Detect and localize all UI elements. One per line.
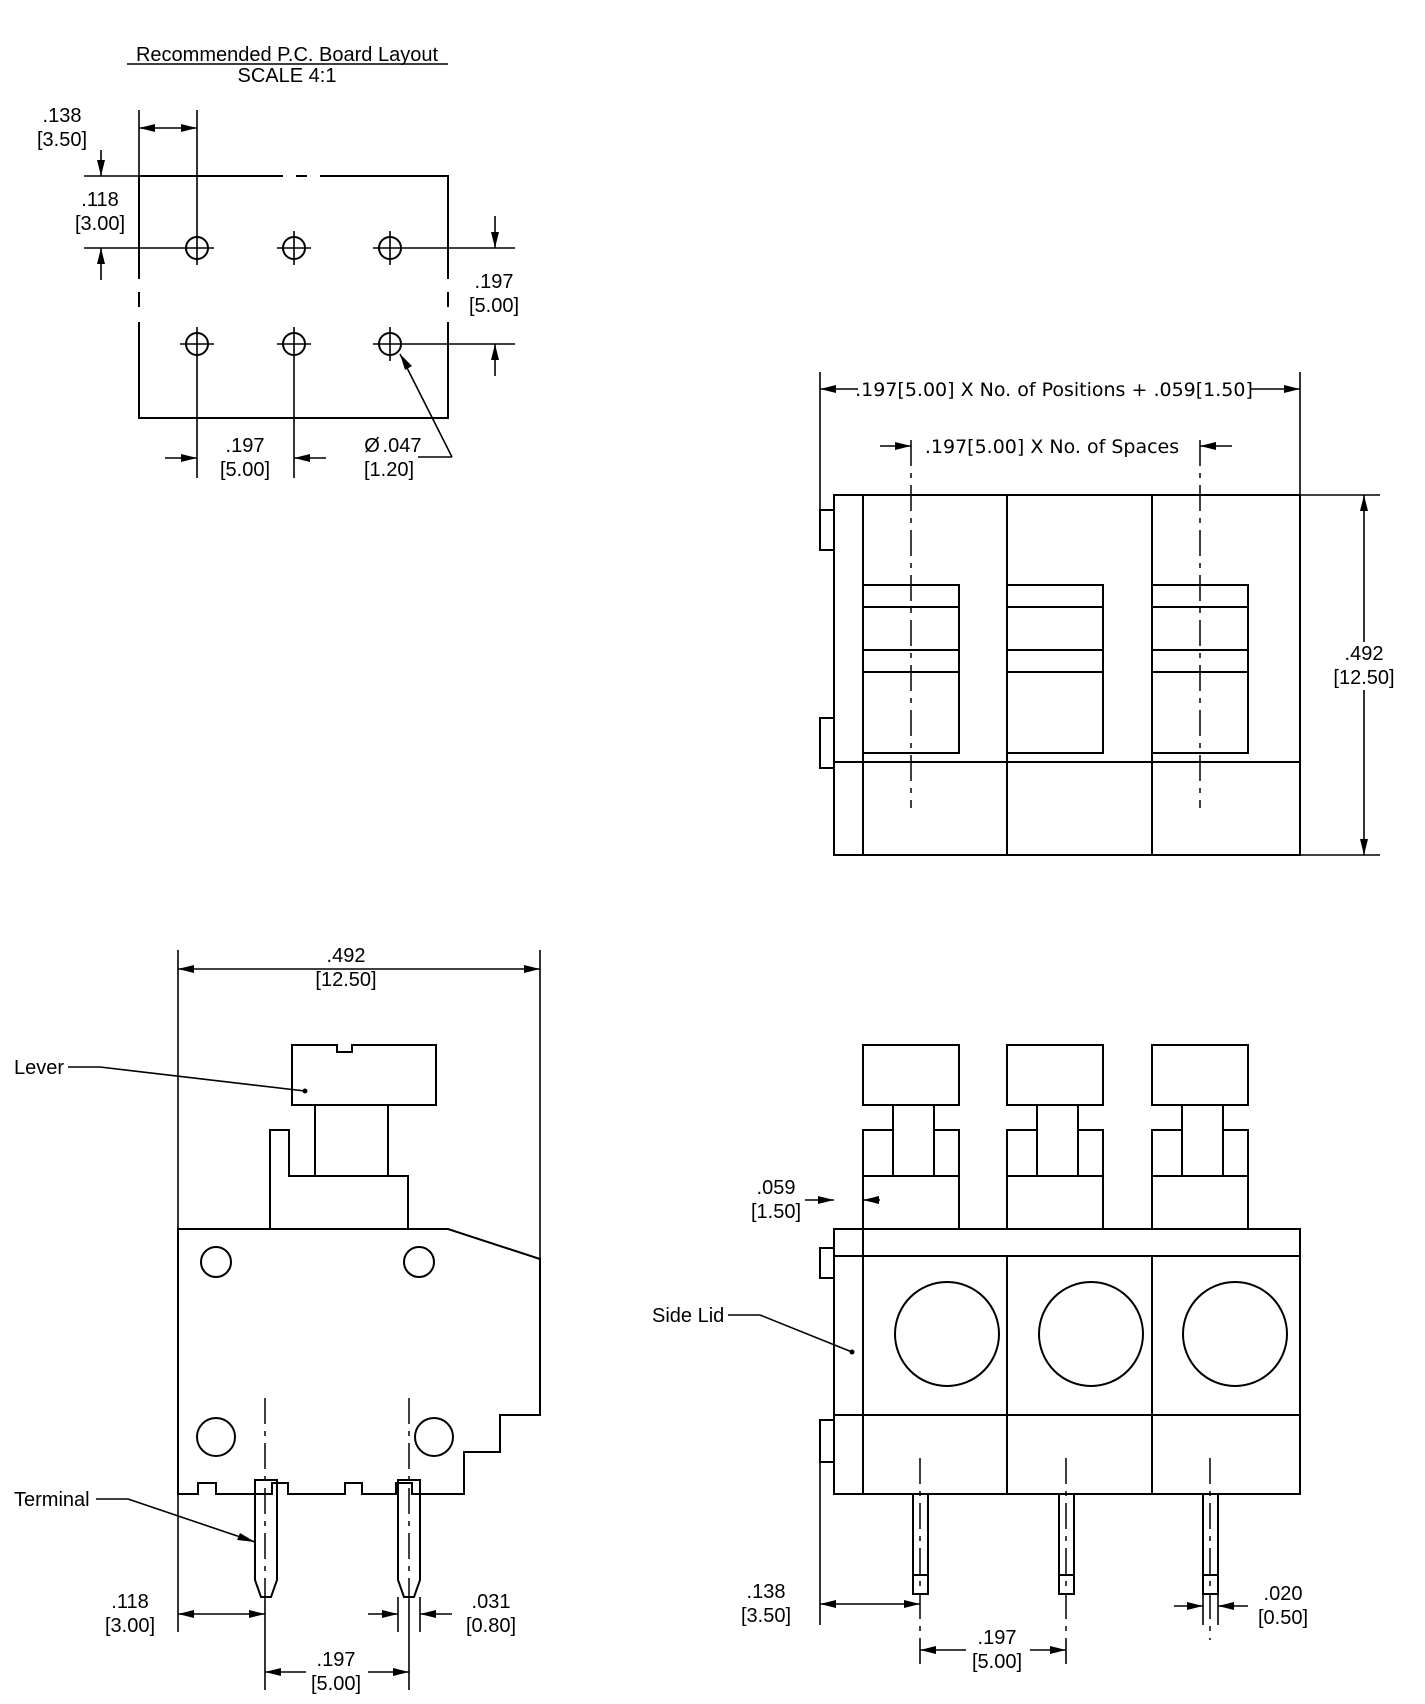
top-view: .197[5.00] X No. of Positions + .059[1.5… [819, 372, 1395, 856]
lever [291, 1044, 437, 1106]
dim-pin-thick-mm: [0.80] [466, 1615, 516, 1637]
dim-pin-width-inch: .020 [1264, 1583, 1303, 1605]
dim-pitch-mm: [5.00] [972, 1651, 1022, 1673]
pcb-hole [373, 231, 407, 265]
hole-diameter-mm: [1.20] [364, 459, 414, 481]
dim-edge-y-inch: .118 [81, 189, 118, 211]
dim-pin-thick-inch: .031 [472, 1591, 511, 1613]
pcb-hole [277, 327, 311, 361]
dim-pin-pitch-inch: .197 [317, 1649, 356, 1671]
dim-row-pitch-mm: [5.00] [469, 295, 519, 317]
dim-lid-inch: .059 [757, 1177, 796, 1199]
pcb-hole [277, 231, 311, 265]
dim-edge-x-inch: .138 [43, 105, 82, 127]
wire-entry [1038, 1281, 1144, 1387]
pcb-holes [180, 231, 407, 361]
label-side-lid: Side Lid [652, 1305, 724, 1327]
side-view: .492 [12.50] Lever Terminal .118 [3.00] … [14, 945, 541, 1695]
dim-edge-y-mm: [3.00] [75, 213, 125, 235]
pcb-layout-scale: SCALE 4:1 [238, 65, 337, 87]
hole-diameter-symbol: Ø [364, 435, 380, 457]
dim-pitch-inch: .197 [978, 1627, 1017, 1649]
dim-pin-pitch-mm: [5.00] [311, 1673, 361, 1695]
label-terminal: Terminal [14, 1489, 90, 1511]
front-view: .059 [1.50] Side Lid .138 [3.50] .197 [5… [652, 1044, 1308, 1673]
terminal-pin [397, 1479, 421, 1598]
dim-pin-width-mm: [0.50] [1258, 1607, 1308, 1629]
dim-col-pitch-inch: .197 [226, 435, 265, 457]
front-levers [862, 1044, 1249, 1229]
dim-first-pin-mm: [3.50] [741, 1605, 791, 1627]
dim-pin-edge-inch: .118 [111, 1591, 148, 1613]
dim-overall-width: .197[5.00] X No. of Positions + .059[1.5… [855, 379, 1253, 401]
dim-pin-edge-mm: [3.00] [105, 1615, 155, 1637]
dim-col-pitch-mm: [5.00] [220, 459, 270, 481]
wire-entry [1182, 1281, 1288, 1387]
top-view-body [833, 494, 1301, 856]
wire-entry [894, 1281, 1000, 1387]
pcb-layout-view: Recommended P.C. Board Layout SCALE 4:1 [37, 44, 519, 481]
dim-side-width-inch: .492 [327, 945, 366, 967]
dim-edge-x-mm: [3.50] [37, 129, 87, 151]
hole-diameter-inch: .047 [383, 435, 422, 457]
side-body [177, 1228, 541, 1495]
dim-spaces: .197[5.00] X No. of Spaces [925, 436, 1179, 458]
terminal-pin [254, 1479, 278, 1598]
dim-lid-mm: [1.50] [751, 1201, 801, 1223]
pcb-hole [373, 327, 407, 361]
dim-height-mm: [12.50] [1333, 667, 1394, 689]
pcb-layout-title: Recommended P.C. Board Layout [136, 44, 438, 66]
dim-height-inch: .492 [1345, 643, 1384, 665]
lever-slots [862, 584, 1249, 754]
pcb-hole [180, 327, 214, 361]
dim-first-pin-inch: .138 [747, 1581, 786, 1603]
dim-row-pitch-inch: .197 [475, 271, 514, 293]
label-lever: Lever [14, 1057, 64, 1079]
dim-side-width-mm: [12.50] [315, 969, 376, 991]
pcb-hole [180, 231, 214, 265]
